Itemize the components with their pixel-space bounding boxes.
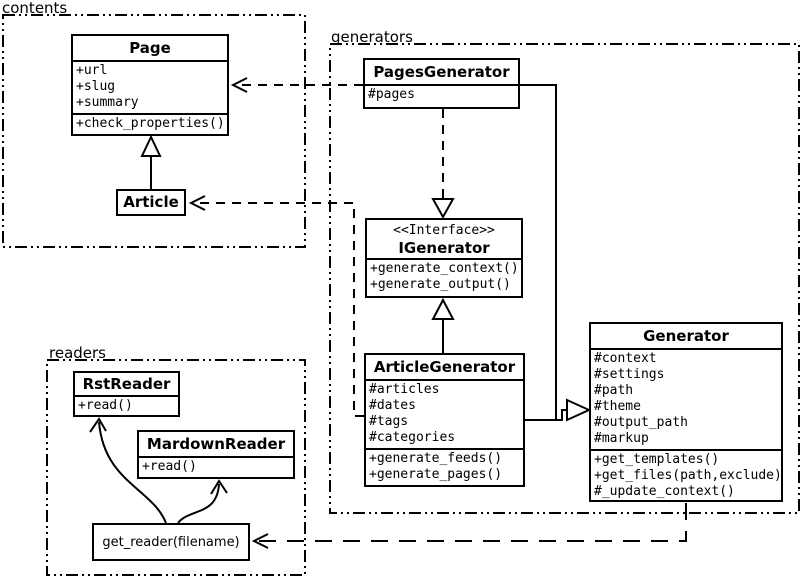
class-methods-igenerator: +generate_context() +generate_output() (367, 258, 521, 295)
function-box-getreader: get_reader(filename) (92, 523, 250, 561)
package-label-generators: generators (331, 28, 413, 46)
attribute: +slug (76, 79, 116, 94)
class-methods-articlegenerator: +generate_feeds() +generate_pages() (366, 448, 523, 485)
contents-package-border (2, 14, 306, 248)
class-stereotype-igenerator: <<Interface>> (393, 223, 495, 238)
method: +read() (78, 398, 133, 413)
realization-triangle-igenerator-bottom (431, 297, 455, 320)
function-label-getreader: get_reader(filename) (102, 534, 240, 550)
class-box-articlegenerator: ArticleGenerator #articles #dates #tags … (364, 353, 525, 487)
class-box-igenerator: <<Interface>> IGenerator +generate_conte… (365, 218, 523, 298)
class-box-pagesgenerator: PagesGenerator #pages (363, 58, 520, 109)
class-methods-generator: +get_templates() +get_files(path,exclude… (591, 449, 781, 500)
class-methods-rstreader: +read() (75, 395, 178, 415)
class-box-page: Page +url +slug +summary +check_properti… (71, 34, 229, 136)
class-title-markdownreader: MardownReader (146, 435, 286, 453)
method: +read() (142, 459, 197, 474)
dependency-line-generator-getreader (258, 503, 687, 542)
method: +check_properties() (76, 116, 225, 131)
dependency-arrowhead-page (230, 77, 248, 93)
method: +get_templates() (594, 452, 720, 467)
class-box-markdownreader: MardownReader +read() (137, 430, 295, 479)
inheritance-junction-generator (556, 409, 567, 421)
class-attributes-articlegenerator: #articles #dates #tags #categories (366, 379, 523, 448)
method: +generate_feeds() (369, 451, 503, 466)
realization-triangle-igenerator-top (431, 198, 455, 220)
attribute: #markup (594, 431, 649, 446)
attribute: #pages (368, 87, 415, 102)
method: +get_files(path,exclude) (594, 468, 781, 483)
class-title-pagesgenerator: PagesGenerator (373, 63, 510, 81)
arrow-curve-getreader-markdownreader (177, 483, 220, 524)
generators-package-border (329, 43, 800, 514)
class-attributes-pagesgenerator: #pages (365, 84, 518, 105)
class-methods-page: +check_properties() (73, 113, 227, 134)
class-title-articlegenerator: ArticleGenerator (373, 358, 516, 376)
attribute: +url (76, 63, 108, 78)
attribute: #categories (369, 430, 456, 445)
attribute: #theme (594, 399, 641, 414)
class-methods-markdownreader: +read() (139, 456, 293, 477)
class-box-generator: Generator #context #settings #path #them… (589, 322, 783, 502)
attribute: #settings (594, 367, 665, 382)
method: #_update_context() (594, 484, 735, 499)
attribute: #dates (369, 398, 416, 413)
attribute: #tags (369, 414, 409, 429)
dependency-arrowhead-getreader (251, 533, 269, 549)
arrow-curve-getreader-rstreader (98, 421, 167, 524)
class-header-igenerator: <<Interface>> IGenerator (367, 220, 521, 258)
attribute: #output_path (594, 415, 688, 430)
attribute: #context (594, 351, 657, 366)
attribute: #articles (369, 382, 440, 397)
class-box-rstreader: RstReader +read() (73, 371, 180, 417)
class-title-igenerator: IGenerator (398, 239, 490, 257)
class-box-article: Article (116, 189, 186, 216)
attribute: #path (594, 383, 634, 398)
method: +generate_context() (370, 261, 519, 276)
package-label-readers: readers (49, 344, 106, 362)
attribute: +summary (76, 95, 139, 110)
inheritance-triangle-article-page (140, 134, 162, 157)
class-title-page: Page (129, 39, 171, 57)
arrowhead-markdownreader (210, 479, 228, 495)
dependency-arrowhead-article (188, 195, 206, 211)
class-attributes-generator: #context #settings #path #theme #output_… (591, 348, 781, 449)
method: +generate_pages() (369, 467, 503, 482)
class-title-article: Article (123, 193, 179, 211)
method: +generate_output() (370, 277, 511, 292)
dependency-line-articlegenerator-article (195, 202, 364, 417)
class-title-rstreader: RstReader (82, 375, 171, 393)
readers-package-border (46, 359, 306, 576)
arrowhead-rstreader (89, 417, 107, 433)
inheritance-line-pagesgenerator-generator (520, 84, 557, 420)
class-title-generator: Generator (643, 327, 729, 345)
package-label-contents: contents (2, 0, 68, 17)
inheritance-triangle-generator (566, 398, 592, 422)
class-attributes-page: +url +slug +summary (73, 60, 227, 113)
